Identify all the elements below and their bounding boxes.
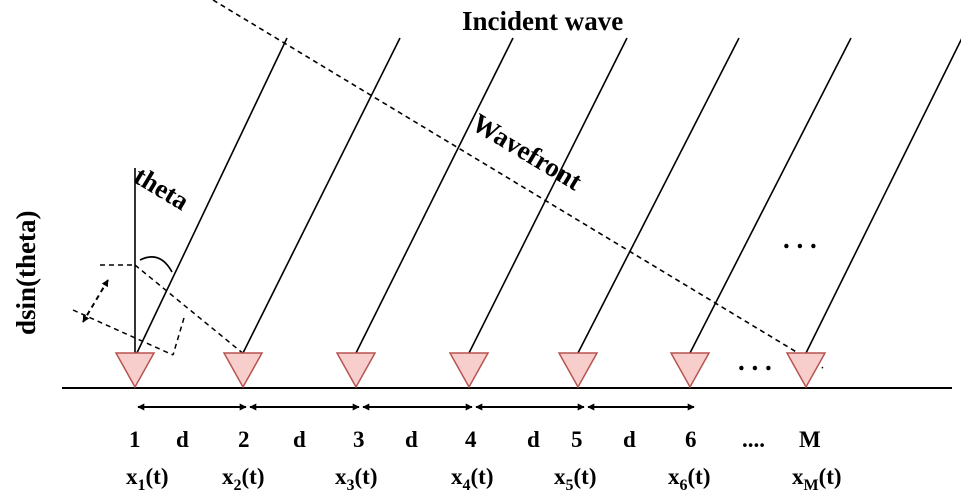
incident-ray-1 <box>134 37 288 358</box>
sensor-indices: 1 2 3 4 5 6 M .... <box>129 427 821 452</box>
index-ellipsis: .... <box>742 427 765 452</box>
upper-ellipsis: . . . <box>783 224 817 254</box>
signal-label-m: xM(t) <box>792 464 842 494</box>
incident-ray-m <box>805 38 961 354</box>
delay-arrow <box>82 279 109 323</box>
row-ellipsis: . . . <box>738 346 772 376</box>
sensor-4 <box>448 352 490 389</box>
spacing-label-2: d <box>293 427 306 452</box>
signal-label-3: x3(t) <box>335 464 377 494</box>
signal-label-2: x2(t) <box>222 464 264 494</box>
sensors <box>114 352 827 389</box>
incident-ray-5 <box>577 37 740 354</box>
spacing-label-1: d <box>176 427 189 452</box>
delay-label: dsin(theta) <box>11 210 41 335</box>
incident-rays <box>134 37 961 358</box>
diagram-title: Incident wave <box>462 6 623 36</box>
sensor-2 <box>222 352 264 389</box>
signal-labels: x1(t) x2(t) x3(t) x4(t) x5(t) x6(t) xM(t… <box>126 464 842 494</box>
sensor-1 <box>114 352 156 389</box>
sensor-index-6: 6 <box>685 427 697 452</box>
path-difference-construct <box>72 264 246 356</box>
sensor-index-4: 4 <box>465 427 477 452</box>
sensor-index-1: 1 <box>129 427 141 452</box>
incident-ray-4 <box>468 37 628 354</box>
spacing-label-4: d <box>527 427 540 452</box>
sensor-index-2: 2 <box>238 427 250 452</box>
incident-ray-2 <box>242 37 401 354</box>
spacing-labels: d d d d d <box>176 427 636 452</box>
sensor-6 <box>669 352 711 389</box>
sensor-m <box>785 352 827 389</box>
wavefront-line <box>212 0 824 369</box>
incident-ray-6 <box>689 37 852 354</box>
spacing-label-5: d <box>623 427 636 452</box>
signal-label-4: x4(t) <box>451 464 493 494</box>
signal-label-1: x1(t) <box>126 464 168 494</box>
spacing-label-3: d <box>405 427 418 452</box>
sensor-index-3: 3 <box>353 427 365 452</box>
angle-label: theta <box>129 160 195 216</box>
sensor-index-5: 5 <box>571 427 583 452</box>
signal-label-6: x6(t) <box>668 464 710 494</box>
sensor-index-m: M <box>799 427 821 452</box>
signal-label-5: x5(t) <box>554 464 596 494</box>
incident-ray-3 <box>355 37 514 354</box>
sensor-5 <box>557 352 599 389</box>
angle-arc <box>139 256 173 273</box>
sensor-3 <box>335 352 377 389</box>
